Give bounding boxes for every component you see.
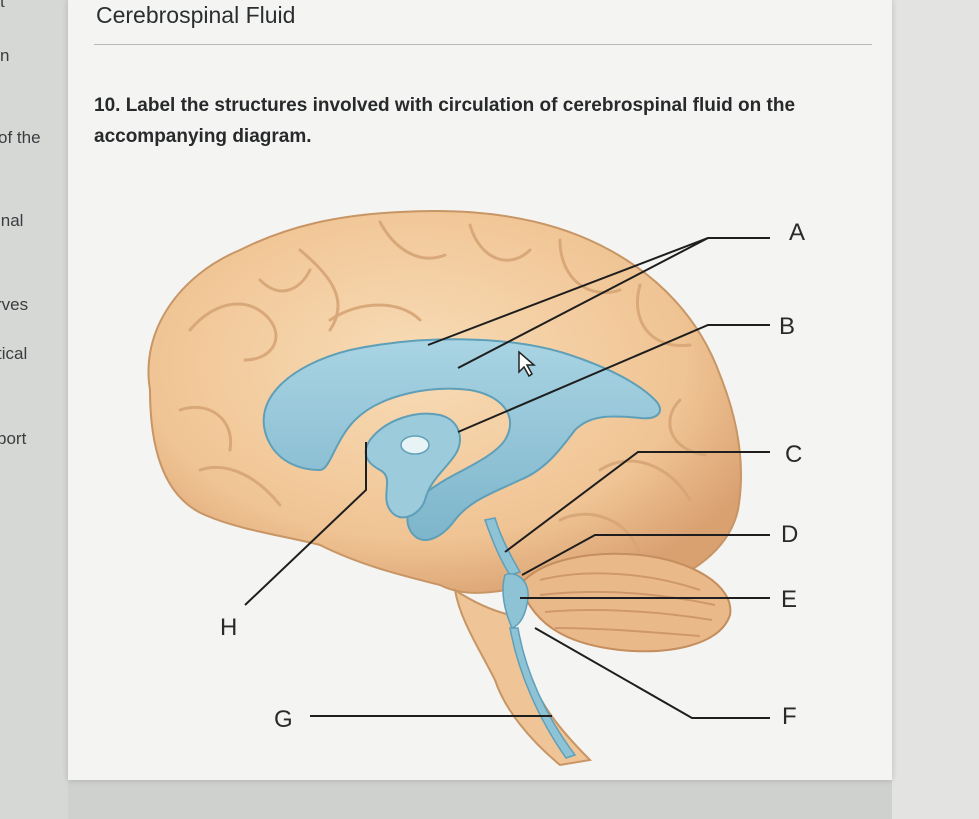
label-d: D xyxy=(781,521,798,548)
sidebar-item-label: n xyxy=(0,46,10,65)
sidebar-item-label: tical xyxy=(0,344,28,363)
sidebar-item-label: of the xyxy=(0,128,41,147)
leader-line-h xyxy=(244,442,367,606)
cerebrum xyxy=(147,210,742,595)
central-canal xyxy=(509,627,577,759)
fourth-ventricle xyxy=(502,573,529,629)
cerebellum xyxy=(518,552,732,653)
mouse-cursor-icon xyxy=(518,350,537,378)
sidebar-item-2[interactable]: n xyxy=(0,46,9,66)
sidebar-item-label: port xyxy=(0,429,27,448)
sidebar-item-label: inal xyxy=(0,211,24,230)
sidebar-item-1[interactable]: t xyxy=(0,0,5,12)
leader-line-f xyxy=(534,627,770,719)
leader-line-a2 xyxy=(457,237,709,369)
sidebar-item-label: rves xyxy=(0,295,29,314)
left-sidebar: t n of the inal rves tical port xyxy=(0,0,68,819)
label-b: B xyxy=(779,313,795,340)
label-e: E xyxy=(781,586,797,613)
sidebar-item-label: t xyxy=(0,0,5,11)
leader-lines xyxy=(244,237,770,719)
sidebar-item-6[interactable]: tical xyxy=(0,344,27,364)
gyri-texture xyxy=(178,220,707,557)
label-f: F xyxy=(782,703,797,730)
page-title: Cerebrospinal Fluid xyxy=(96,2,296,28)
sidebar-item-7[interactable]: port xyxy=(0,429,26,449)
leader-line-b xyxy=(457,324,770,433)
sidebar-item-3[interactable]: of the xyxy=(0,128,41,148)
label-c: C xyxy=(785,441,802,468)
sidebar-item-5[interactable]: rves xyxy=(0,295,28,315)
interthalamic-adhesion xyxy=(400,435,430,455)
cerebral-aqueduct xyxy=(484,517,522,576)
label-g: G xyxy=(274,706,293,733)
right-margin xyxy=(892,0,979,819)
ventricular-system xyxy=(262,338,661,759)
cerebellum-folia xyxy=(539,572,716,637)
lateral-ventricle xyxy=(262,338,661,541)
sidebar-item-4[interactable]: inal xyxy=(0,211,23,231)
third-ventricle xyxy=(364,412,461,519)
label-h: H xyxy=(220,614,237,641)
title-divider xyxy=(94,44,872,45)
leader-line-c xyxy=(504,451,770,553)
label-a: A xyxy=(789,219,805,246)
question-text: 10. Label the structures involved with c… xyxy=(94,95,796,147)
leader-line-d xyxy=(521,534,770,576)
